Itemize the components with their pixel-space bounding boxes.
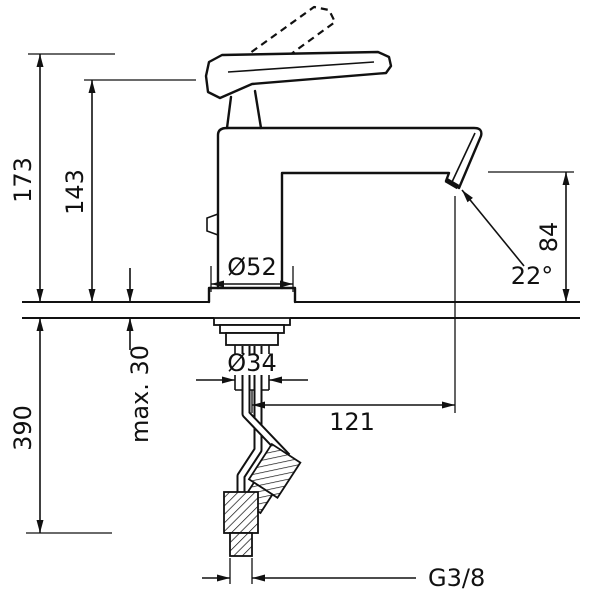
dim-label-spray-angle: 22° xyxy=(511,262,554,290)
hose-connector-vertical xyxy=(223,491,259,557)
handle-lever xyxy=(204,50,393,100)
dimension-base-diameter: Ø52 xyxy=(210,253,294,292)
mounting-plane xyxy=(22,301,580,319)
mounting-washer xyxy=(213,317,291,326)
faucet-body-outline xyxy=(216,126,483,290)
dimension-total-height: 173 xyxy=(9,53,115,302)
dimension-connection-thread: G3/8 xyxy=(202,558,485,592)
dim-label-connection-thread: G3/8 xyxy=(428,564,485,592)
hose-right-core xyxy=(238,346,261,496)
dim-label-body-height: 143 xyxy=(61,169,89,215)
aerator-outlet xyxy=(444,177,460,190)
dim-label-total-height: 173 xyxy=(9,157,37,203)
base-escutcheon xyxy=(207,286,297,304)
dimension-deck-thickness: max. 30 xyxy=(126,268,154,443)
body-clip xyxy=(206,213,219,236)
dim-label-below-deck: 390 xyxy=(9,405,37,451)
mounting-cone xyxy=(219,324,285,334)
dim-label-outlet-reach: 121 xyxy=(329,408,375,436)
dimension-body-height: 143 xyxy=(61,79,196,302)
connector-nut xyxy=(223,491,259,534)
dimension-outlet-height: 84 xyxy=(488,171,574,302)
handle-boss xyxy=(225,89,263,130)
faucet xyxy=(204,5,483,304)
mounting-nut xyxy=(225,332,279,346)
dim-label-outlet-height: 84 xyxy=(535,222,563,253)
dimensions: 173 143 390 max. 30 Ø52 xyxy=(9,53,574,592)
aerator-inner-line xyxy=(451,132,476,183)
label-backing xyxy=(224,256,280,279)
dim-label-shank-diameter: Ø34 xyxy=(227,349,276,377)
dim-label-base-diameter: Ø52 xyxy=(227,253,276,281)
handle-detail-line xyxy=(227,61,375,73)
label-backing xyxy=(227,354,277,375)
angle-leader xyxy=(461,189,525,267)
dim-label-deck-thickness: max. 30 xyxy=(126,345,154,443)
connector-tip xyxy=(229,532,253,557)
dimension-outlet-reach: 121 xyxy=(251,196,456,436)
dimension-below-deck: 390 xyxy=(9,318,112,534)
dimension-spray-angle: 22° xyxy=(461,189,554,290)
dimension-shank-diameter: Ø34 xyxy=(196,349,308,384)
